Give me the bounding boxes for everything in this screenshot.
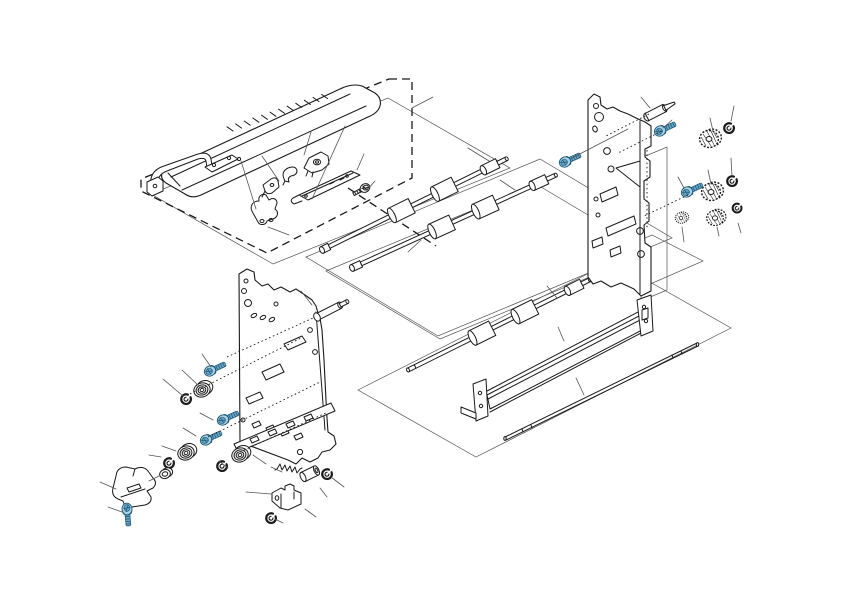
paper-guide-assembly — [146, 84, 381, 225]
leader-lines-guide — [240, 96, 434, 236]
strip-screw — [352, 183, 371, 197]
sensor-lever — [261, 177, 280, 198]
sensor-holder — [303, 151, 330, 178]
leader-lines-left-cluster — [99, 290, 313, 513]
paper-chute — [460, 294, 654, 422]
feed-roller-lower — [349, 172, 558, 272]
assembly-axis-lines — [189, 113, 689, 453]
guide-strip-plate — [290, 170, 361, 205]
guide-rib-teeth — [226, 93, 329, 132]
tension-bracket — [271, 483, 302, 511]
left-frame-stud — [313, 299, 350, 322]
chute-left-bracket — [460, 378, 489, 422]
leader-lines — [99, 96, 742, 524]
tension-bracket-group — [264, 463, 335, 526]
sensor-flag — [250, 193, 278, 225]
left-side-frame — [233, 268, 350, 465]
feed-roller-upper — [318, 156, 509, 254]
chute-right-bracket — [636, 294, 654, 337]
leaf-spring — [282, 166, 298, 186]
gear-upper — [698, 128, 723, 149]
gear-lower — [706, 208, 727, 227]
gear-middle — [700, 181, 725, 202]
support-shaft — [503, 342, 700, 441]
idler-bushing — [674, 211, 690, 224]
leader-lines-right-cluster — [571, 96, 742, 243]
cam-bracket-group — [112, 466, 156, 527]
right-frame-stud — [643, 101, 676, 122]
leader-lines-rollers — [407, 147, 585, 396]
coil-spring — [274, 463, 303, 474]
pickup-roller-shaft — [405, 277, 592, 373]
guide-handle-bracket — [146, 152, 239, 197]
leader-lines-tension-group — [245, 466, 345, 524]
tension-roller — [299, 465, 321, 483]
